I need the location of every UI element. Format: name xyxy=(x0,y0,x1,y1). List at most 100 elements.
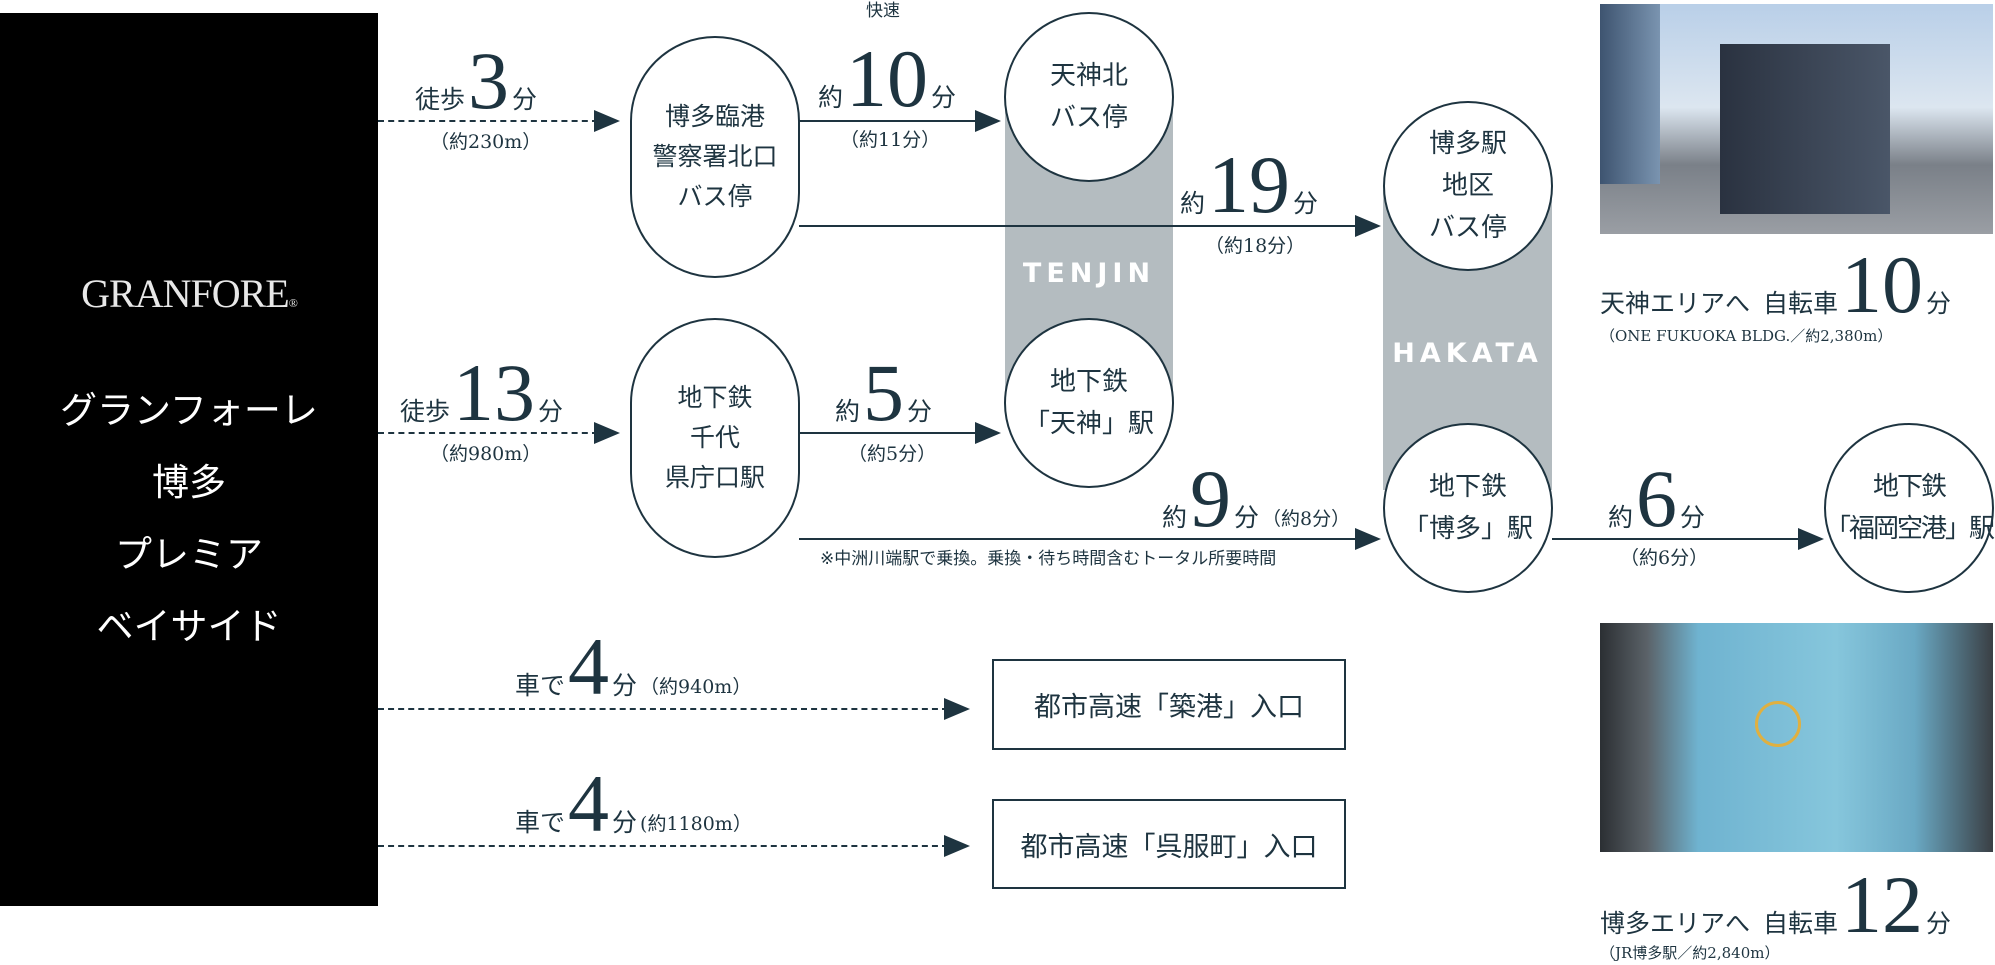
prefix: 徒歩 xyxy=(400,397,451,426)
subway6-arrow xyxy=(1552,538,1802,540)
bike-dest: 博多エリアへ xyxy=(1600,909,1751,938)
bus19-arrow xyxy=(799,225,1355,227)
arrowhead xyxy=(1355,215,1381,237)
minutes: 9 xyxy=(1190,453,1232,545)
subway5-arrow xyxy=(799,432,979,434)
bike-dest: 天神エリアへ xyxy=(1600,289,1751,318)
building-shape xyxy=(1600,4,1660,184)
unit: 分 xyxy=(612,671,638,700)
walk2-distance: （約980m） xyxy=(430,443,542,465)
prefix: 徒歩 xyxy=(415,85,466,114)
unit: 分 xyxy=(1680,503,1706,532)
subway9-arrow xyxy=(799,538,1355,540)
minutes: 6 xyxy=(1636,453,1678,545)
rapid-sub: （約11分） xyxy=(840,129,941,151)
arrowhead xyxy=(1355,528,1381,550)
name-line: プレミア xyxy=(115,533,263,576)
name-line: 博多 xyxy=(152,461,226,504)
hakata-area-label: HAKATA xyxy=(1392,338,1543,369)
node-line: 地下鉄 xyxy=(1873,472,1947,502)
sub9-sub: （約8分） xyxy=(1262,508,1351,531)
node-line: 「博多」駅 xyxy=(1402,514,1533,544)
hakata-bus-stop: 博多駅地区バス停 xyxy=(1383,101,1553,271)
bus19-sub: （約18分） xyxy=(1205,235,1306,257)
node-line: 博多駅 xyxy=(1428,129,1507,159)
prefix: 約 xyxy=(1608,503,1634,532)
rapid-tag: 快速 xyxy=(866,1,900,21)
rinko-bus-stop: 博多臨港警察署北口バス停 xyxy=(630,36,800,278)
unit: 分 xyxy=(538,397,564,426)
arrowhead xyxy=(594,110,620,132)
node-line: バス停 xyxy=(677,182,753,211)
property-panel xyxy=(0,13,378,906)
walk-arrow-1 xyxy=(378,120,598,122)
unit: 分 xyxy=(1926,289,1952,318)
node-line: 地下鉄 xyxy=(1049,367,1128,397)
node-line: 「福岡空港」駅 xyxy=(1825,514,1995,544)
tenjin-station: 地下鉄「天神」駅 xyxy=(1004,318,1174,488)
minutes: 4 xyxy=(568,758,610,850)
car1-distance: （約940m） xyxy=(640,676,752,699)
chikko-entrance: 都市高速「築港」入口 xyxy=(992,659,1346,750)
arrowhead xyxy=(975,110,1001,132)
unit: 分 xyxy=(1926,909,1952,938)
prefix: 車で xyxy=(515,671,566,700)
chiyo-station: 地下鉄千代県庁口駅 xyxy=(630,318,800,558)
unit: 分 xyxy=(1234,503,1260,532)
hakata-bike-sub: （JR博多駅／約2,840m） xyxy=(1600,944,1780,962)
minutes: 5 xyxy=(863,347,905,439)
node-line: バス停 xyxy=(1049,103,1128,133)
unit: 分 xyxy=(1293,189,1319,218)
minutes: 4 xyxy=(568,621,610,713)
arrowhead xyxy=(944,835,970,857)
gofukumachi-entrance: 都市高速「呉服町」入口 xyxy=(992,799,1346,889)
sub5-sub: （約5分） xyxy=(848,443,937,465)
node-line: バス停 xyxy=(1428,213,1507,243)
node-line: 「天神」駅 xyxy=(1023,409,1154,439)
arrowhead xyxy=(1798,528,1824,550)
arrowhead xyxy=(944,698,970,720)
prefix: 車で xyxy=(515,808,566,837)
name-line: グランフォーレ xyxy=(60,389,318,432)
one-fukuoka-building-photo xyxy=(1600,4,1993,234)
tenjin-bike-sub: （ONE FUKUOKA BLDG.／約2,380m） xyxy=(1600,327,1893,345)
minutes: 3 xyxy=(468,35,510,127)
prefix: 約 xyxy=(835,397,861,426)
logo-text: GRANFORE xyxy=(81,271,290,316)
bike-minutes: 12 xyxy=(1841,859,1924,951)
node-line: 県庁口駅 xyxy=(664,463,765,492)
transfer-note: ※中洲川端駅で乗換。乗換・待ち時間含むトータル所要時間 xyxy=(820,549,1277,569)
logo-mark: ® xyxy=(288,296,298,310)
prefix: 約 xyxy=(1180,189,1206,218)
name-line: ベイサイド xyxy=(96,605,282,648)
property-name: グランフォーレ 博多 プレミア ベイサイド xyxy=(0,375,378,663)
airport-station: 地下鉄「福岡空港」駅 xyxy=(1824,423,1995,593)
prefix: 約 xyxy=(1162,503,1188,532)
jr-hakata-station-photo xyxy=(1600,623,1993,852)
sub6-sub: （約6分） xyxy=(1620,547,1709,569)
building-shape xyxy=(1720,44,1890,214)
bike-mode: 自転車 xyxy=(1763,289,1839,318)
car-arrow-2 xyxy=(378,845,948,847)
bike-mode: 自転車 xyxy=(1763,909,1839,938)
minutes: 19 xyxy=(1208,139,1291,231)
walk-arrow-2 xyxy=(378,432,598,434)
unit: 分 xyxy=(907,397,933,426)
node-line: 地下鉄 xyxy=(677,383,753,412)
tenjin-area-label: TENJIN xyxy=(1022,258,1156,289)
arrowhead xyxy=(975,422,1001,444)
node-line: 千代 xyxy=(689,423,740,452)
unit: 分 xyxy=(512,85,538,114)
prefix: 約 xyxy=(818,83,844,112)
unit: 分 xyxy=(612,808,638,837)
